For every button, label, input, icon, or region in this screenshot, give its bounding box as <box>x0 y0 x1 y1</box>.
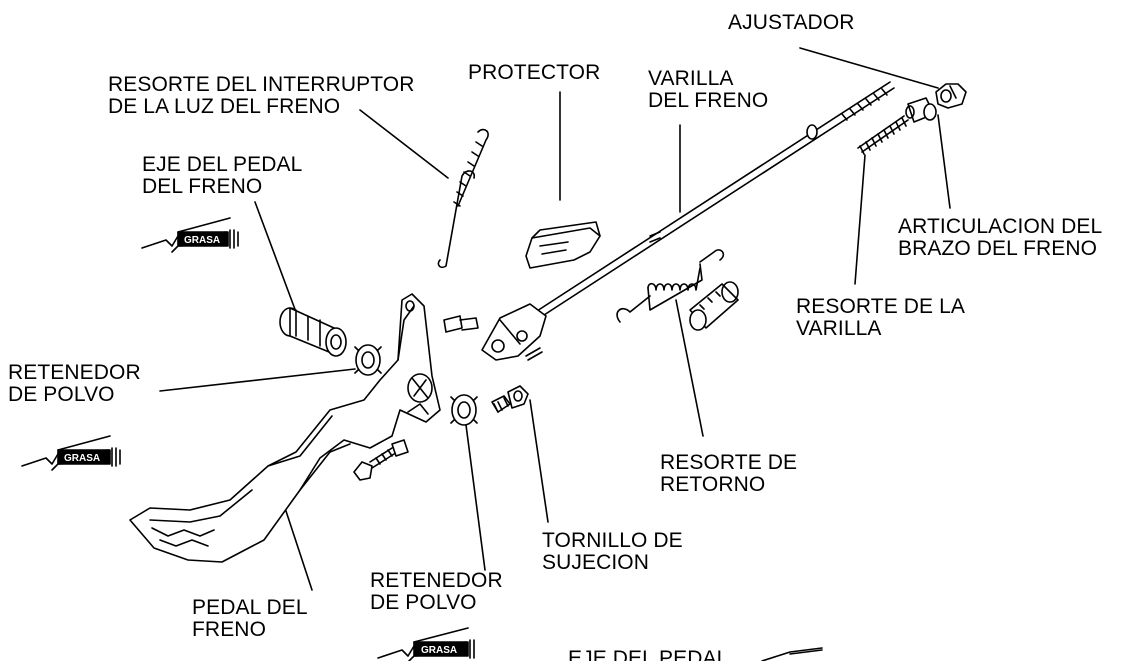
pedal-shaft <box>279 307 347 357</box>
leader-eje-pedal <box>254 201 297 313</box>
brake-rod <box>519 81 895 329</box>
leader-resorte-interruptor <box>359 109 449 179</box>
label-retenedor-polvo-2: RETENEDOR DE POLVO <box>370 569 503 614</box>
rod-spring <box>857 115 909 155</box>
grease-label-2: GRASA <box>64 453 100 464</box>
dust-seal-2 <box>450 394 478 426</box>
label-articulacion: ARTICULACION DEL BRAZO DEL FRENO <box>898 215 1103 260</box>
small-bolt-nut <box>353 439 409 481</box>
label-protector: PROTECTOR <box>468 61 601 84</box>
leader-ajustador <box>799 47 939 89</box>
brake-pedal <box>129 293 441 563</box>
grease-label-3: GRASA <box>421 645 457 656</box>
leader-tornillo <box>529 399 549 523</box>
label-pedal-freno: PEDAL DEL FRENO <box>192 596 308 641</box>
label-resorte-interruptor: RESORTE DEL INTERRUPTOR DE LA LUZ DEL FR… <box>108 73 415 118</box>
label-resorte-retorno: RESORTE DE RETORNO <box>660 451 798 496</box>
leader-lines <box>159 47 951 591</box>
leader-retenedor-2 <box>465 424 486 571</box>
label-eje-pedal: EJE DEL PEDAL DEL FRENO <box>142 153 303 198</box>
brake-arm-joint <box>905 97 937 123</box>
adjuster-nut <box>935 83 967 109</box>
grease-gun-4-partial <box>761 647 823 661</box>
protector-plate <box>525 221 601 269</box>
rod-clevis <box>481 303 547 361</box>
label-eje-pedal-cut: EJE DEL PEDAL <box>568 647 729 661</box>
grease-label-1: GRASA <box>184 235 220 246</box>
label-resorte-varilla: RESORTE DE LA VARILLA <box>796 295 965 340</box>
leader-resorte-retorno <box>675 299 704 437</box>
clevis-pin <box>443 315 479 333</box>
label-tornillo-sujecion: TORNILLO DE SUJECION <box>542 529 683 574</box>
label-retenedor-polvo-1: RETENEDOR DE POLVO <box>8 361 141 406</box>
label-ajustador: AJUSTADOR <box>728 11 855 34</box>
leader-retenedor-1 <box>159 368 356 392</box>
rubber-sleeve <box>689 281 739 331</box>
brake-light-switch-spring <box>437 128 489 269</box>
grease-gun-1 <box>141 217 239 253</box>
mounting-bolt <box>491 385 529 413</box>
dust-seal-1 <box>354 344 382 376</box>
cotter-pin <box>525 347 543 361</box>
leader-articulacion <box>937 114 951 209</box>
label-varilla: VARILLA DEL FRENO <box>648 67 769 112</box>
return-spring <box>616 249 725 323</box>
leader-resorte-varilla <box>854 154 866 285</box>
leader-pedal <box>284 507 313 591</box>
grease-gun-3 <box>377 627 475 661</box>
grease-gun-2 <box>21 435 121 471</box>
